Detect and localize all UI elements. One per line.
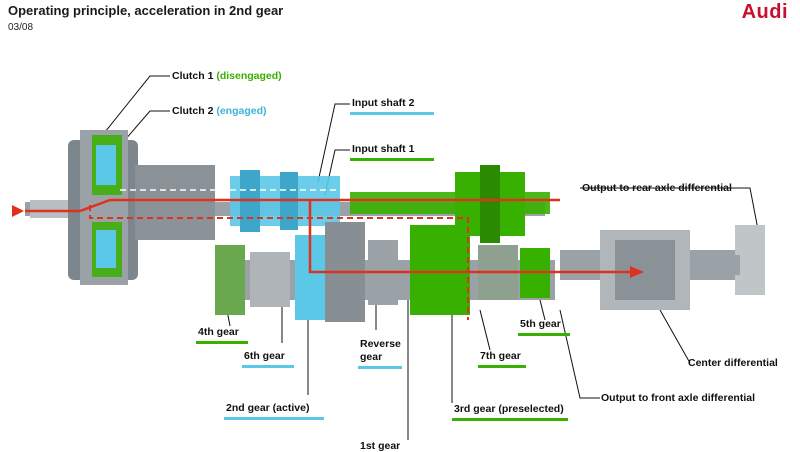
output-front-label: Output to front axle differential [601,392,755,404]
center-diff-label: Center differential [688,357,778,369]
gear-5th-label: 5th gear [520,318,561,330]
gear-7th-label: 7th gear [480,350,521,362]
gear-1st-label: 1st gear [360,440,401,452]
gear-reverse-label-1: Reverse [360,338,401,350]
clutch1-label: Clutch 1 (disengaged) [172,70,282,82]
gear-5th-underline [518,333,570,336]
input-shaft-2-underline [350,112,434,115]
gear-reverse-underline [358,366,402,369]
page-title: Operating principle, acceleration in 2nd… [8,3,284,18]
gear-2nd-underline [224,417,324,420]
gear-6th-label: 6th gear [244,350,285,362]
gear-3rd-label: 3rd gear (preselected) [454,403,564,415]
gear-7th-underline [478,365,526,368]
input-shaft-2-label: Input shaft 2 [352,97,415,109]
clutch2-state: (engaged) [216,105,267,117]
input-shaft-1-label: Input shaft 1 [352,143,415,155]
clutch2-name: Clutch 2 [172,105,214,117]
audi-logo: Audi [741,1,788,23]
clutch2-label: Clutch 2 (engaged) [172,105,267,117]
gear-4th-underline [196,341,248,344]
output-rear-label: Output to rear axle differential [582,182,732,194]
gear-4th-label: 4th gear [198,326,239,338]
clutch1-state: (disengaged) [216,70,282,82]
input-shaft-1-underline [350,158,434,161]
gear-6th-underline [242,365,294,368]
gear-3rd-underline [452,418,568,421]
gear-2nd-label: 2nd gear (active) [226,402,310,414]
gear-reverse-label-2: gear [360,351,383,363]
clutch1-name: Clutch 1 [172,70,214,82]
document-code: 03/08 [8,22,34,33]
